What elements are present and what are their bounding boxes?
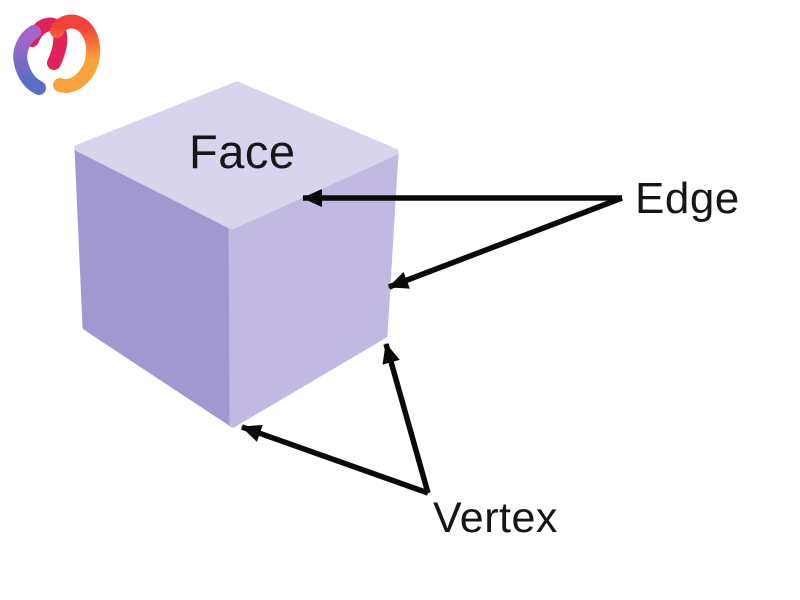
- cube-top-face: [74, 81, 399, 230]
- vertex-label: Vertex: [433, 494, 558, 542]
- edge-arrow-side: [388, 195, 623, 290]
- callout-arrows: [241, 189, 623, 496]
- edge-label: Edge: [635, 174, 740, 223]
- mashup-math-logo: [13, 14, 101, 95]
- cube: [74, 81, 399, 428]
- vertex-arrow-right: [382, 343, 431, 494]
- logo-right-hook-icon: [50, 14, 101, 93]
- face-label: Face: [189, 125, 296, 178]
- logo-left-hook-icon: [13, 25, 46, 95]
- vertex-arrow-bottom: [241, 424, 429, 496]
